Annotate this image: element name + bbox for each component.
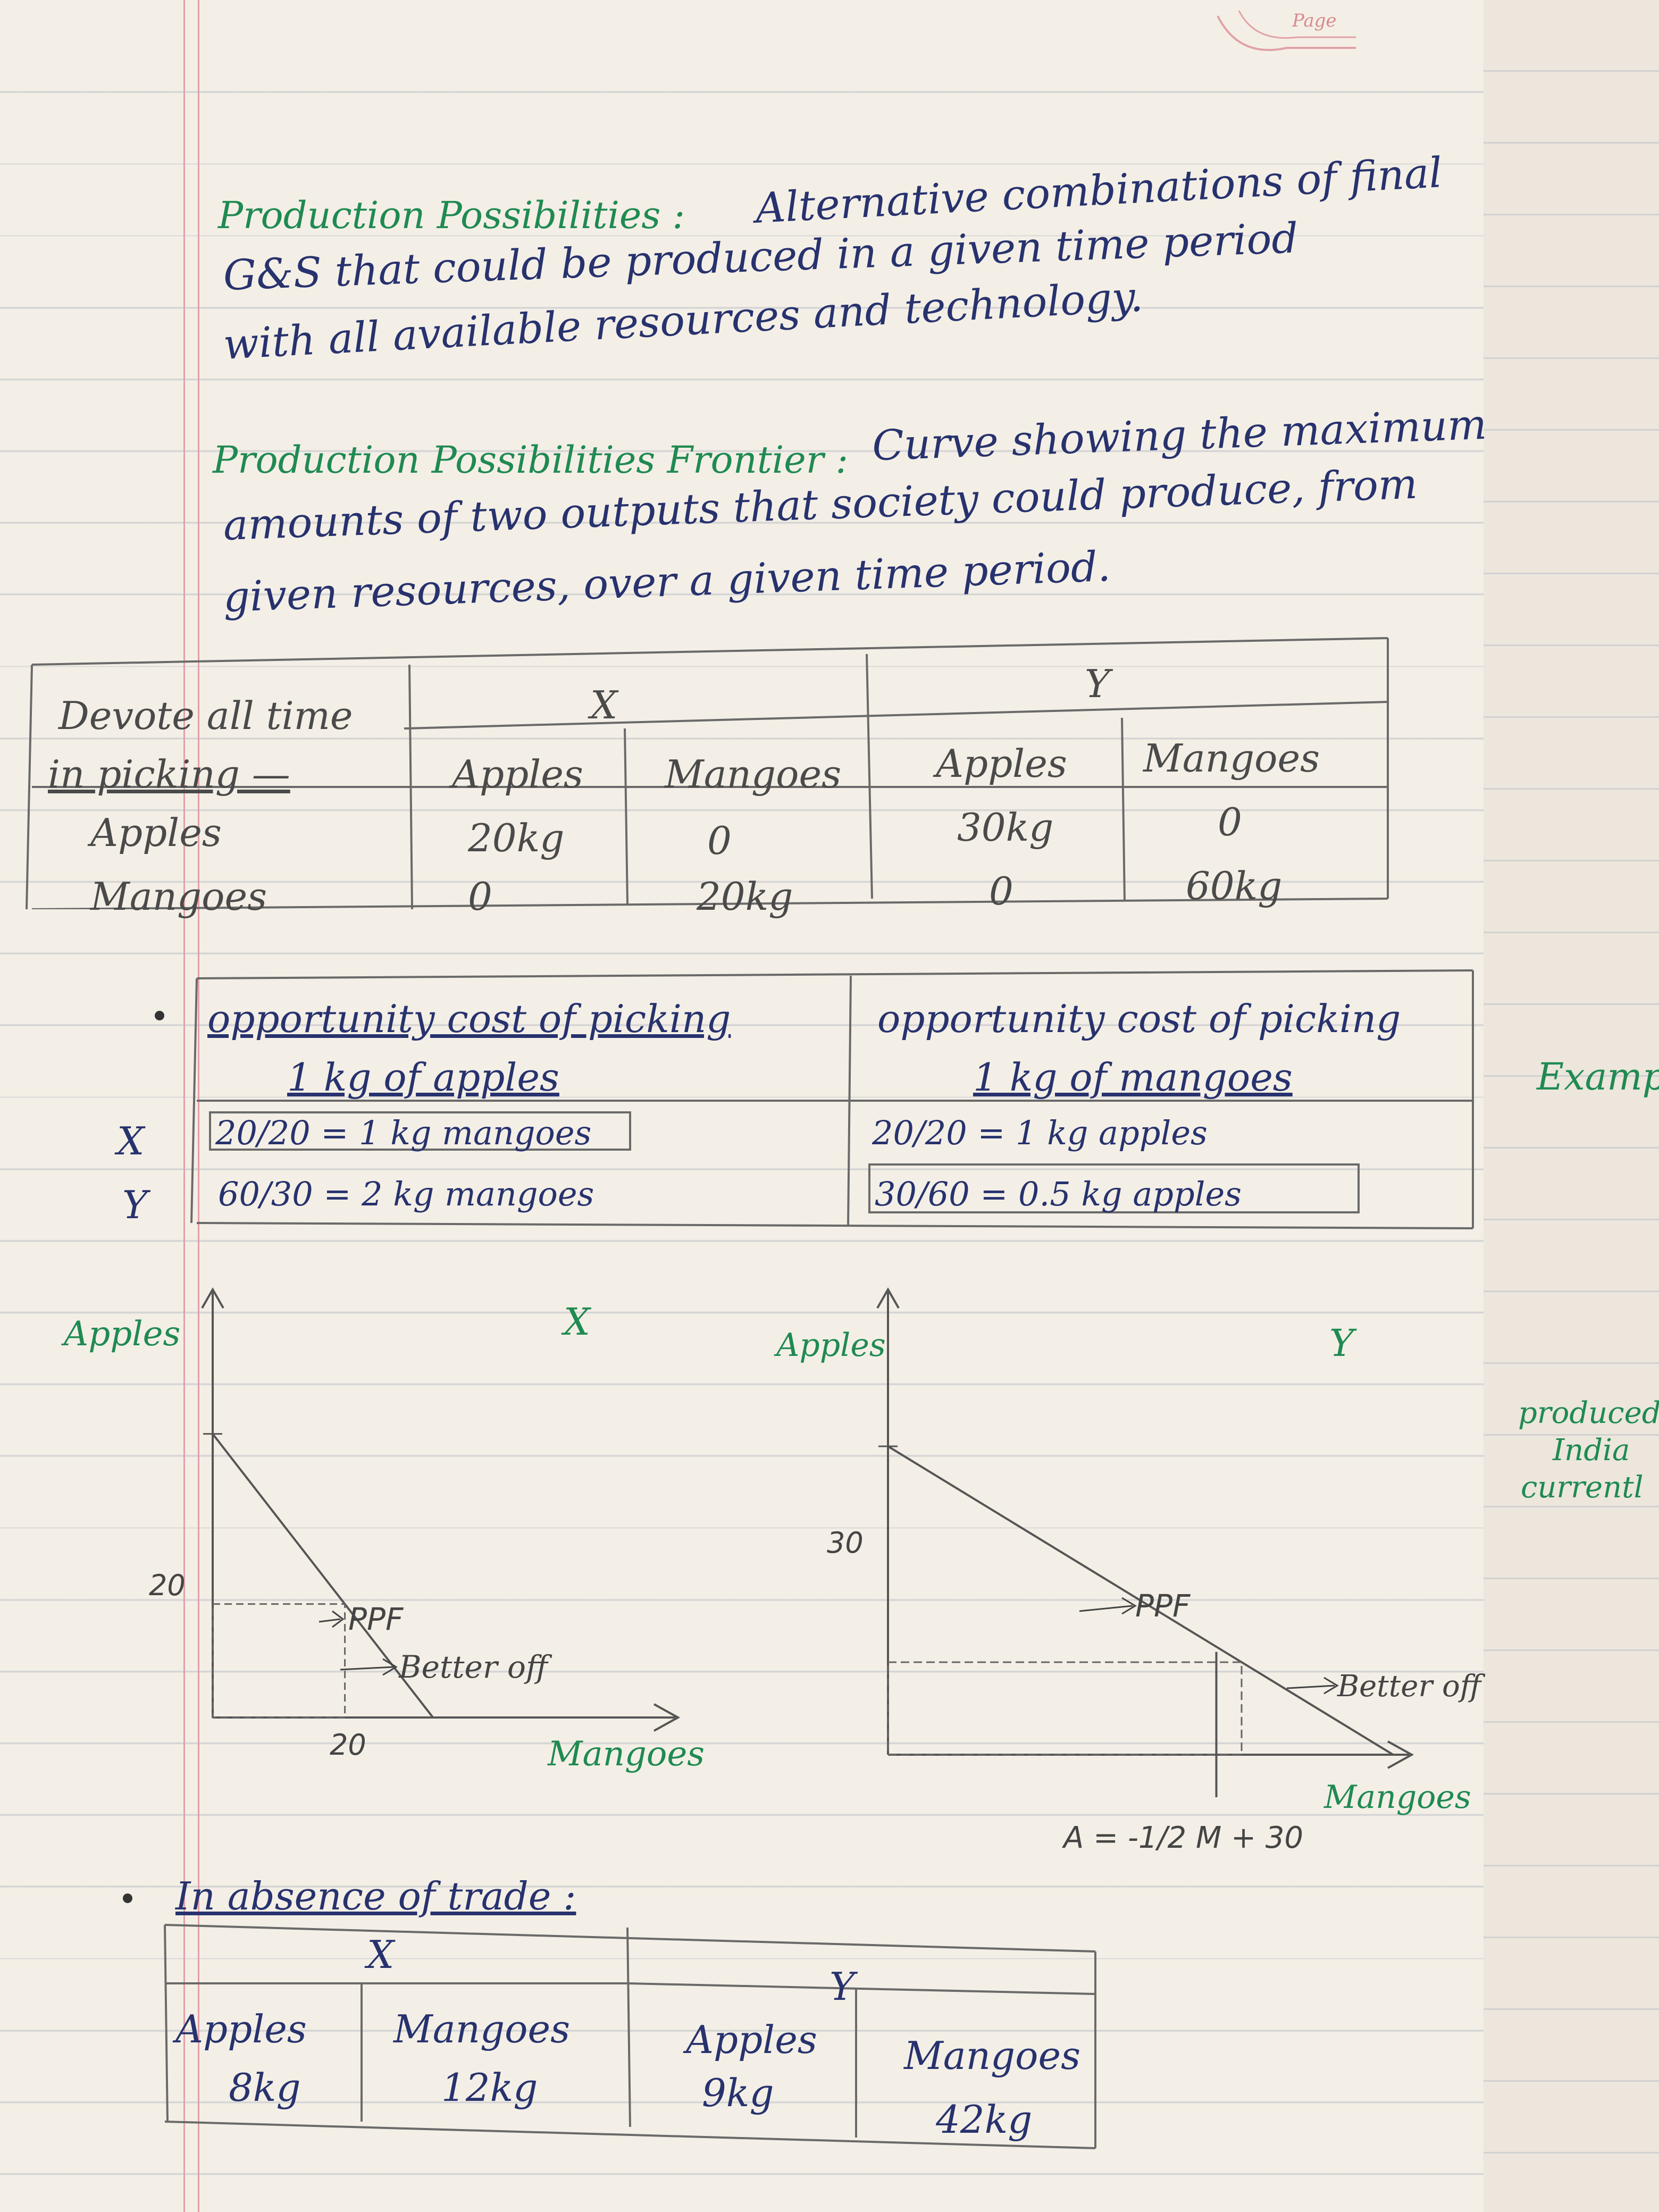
row-label: Mangoes — [90, 874, 267, 919]
table-cell: 30kg — [957, 805, 1054, 850]
table-cell: 0 — [1218, 800, 1242, 844]
y-axis-arrow — [876, 1287, 900, 1309]
margin-line — [198, 0, 199, 2212]
ppf-line — [212, 1433, 434, 1719]
table-cell: 0 — [468, 874, 492, 919]
chart-y: Y Apples Mangoes 30 PPF Better off A = -… — [774, 1287, 1486, 1850]
row-label: Apples — [90, 810, 222, 855]
opportunity-cell: 20/20 = 1 kg apples — [872, 1113, 1208, 1152]
table-cell: 60kg — [1186, 864, 1283, 908]
x-axis-arrow — [1387, 1740, 1414, 1769]
trade-value: 9kg — [702, 2071, 774, 2115]
column-header: Mangoes — [665, 752, 842, 797]
trade-column: Apples — [175, 2007, 307, 2051]
row-header-line: Devote all time — [58, 693, 353, 738]
margin-line — [183, 0, 185, 2212]
row-label: X — [117, 1119, 145, 1163]
equation-label: A = -1/2 M + 30 — [1062, 1821, 1303, 1850]
chart-title: X — [561, 1300, 592, 1344]
trade-heading: In absence of trade : — [175, 1874, 576, 1918]
ppf-label: PPF — [1135, 1588, 1191, 1624]
table-cell: 0 — [707, 818, 732, 863]
group-header-y: Y — [1085, 661, 1110, 706]
trade-group-x: X — [367, 1932, 395, 1977]
side-note: Examp — [1537, 1055, 1659, 1099]
page-label: Page — [1292, 10, 1337, 31]
chart-x: X Apples Mangoes 20 20 PPF Better off — [61, 1287, 705, 1774]
row-label: Y — [122, 1183, 148, 1227]
ppf-label: PPF — [348, 1601, 404, 1637]
better-off-region — [887, 1661, 1243, 1756]
better-off-label: Better off — [1337, 1669, 1486, 1704]
opportunity-cell: 60/30 = 2 kg mangoes — [218, 1175, 594, 1213]
opportunity-header: opportunity cost of picking — [877, 996, 1401, 1041]
chart-title: Y — [1329, 1321, 1357, 1365]
x-axis-label: Mangoes — [547, 1735, 705, 1774]
better-off-label: Better off — [398, 1649, 552, 1685]
opportunity-cell: 30/60 = 0.5 kg apples — [875, 1175, 1242, 1213]
column-header: Apples — [936, 741, 1067, 786]
table-cell: 0 — [989, 869, 1013, 914]
opportunity-cell: 20/20 = 1 kg mangoes — [215, 1113, 592, 1152]
trade-value: 42kg — [936, 2097, 1033, 2142]
y-axis-label: Apples — [61, 1314, 180, 1354]
x-axis-label: Mangoes — [1323, 1779, 1471, 1816]
facing-page — [1484, 0, 1659, 2212]
trade-value: 8kg — [229, 2065, 301, 2110]
table-cell: 20kg — [468, 816, 565, 860]
opportunity-header: 1 kg of apples — [287, 1055, 559, 1100]
group-header-x: X — [590, 683, 618, 727]
x-tick-label: 20 — [330, 1728, 366, 1762]
column-header: Mangoes — [1143, 736, 1320, 781]
trade-column: Mangoes — [904, 2033, 1081, 2078]
opportunity-header: opportunity cost of picking — [207, 996, 731, 1041]
y-axis-label: Apples — [774, 1327, 886, 1364]
definition-term: Production Possibilities : — [218, 194, 685, 237]
y-tick-label: 30 — [827, 1526, 864, 1560]
side-note: currentl — [1521, 1470, 1644, 1505]
side-note: India — [1553, 1433, 1630, 1468]
column-header: Apples — [452, 752, 583, 797]
trade-column: Mangoes — [393, 2007, 571, 2051]
side-note: produced — [1518, 1396, 1659, 1430]
trade-column: Apples — [686, 2017, 817, 2062]
row-header-line: in picking — — [48, 752, 290, 797]
y-tick-label: 20 — [149, 1569, 186, 1602]
opportunity-header: 1 kg of mangoes — [973, 1055, 1293, 1100]
trade-value: 12kg — [441, 2065, 538, 2110]
page-stamp-shape — [1217, 10, 1356, 51]
ppf-line — [887, 1445, 1394, 1756]
opportunity-table-grid — [155, 969, 1474, 1229]
production-table-grid — [26, 637, 1389, 909]
definition-term: Production Possibilities Frontier : — [213, 438, 849, 482]
trade-table-grid — [123, 1893, 1096, 2149]
notebook-page — [0, 0, 1484, 2212]
better-off-region — [212, 1603, 346, 1719]
y-axis-arrow — [201, 1287, 224, 1309]
trade-group-y: Y — [830, 1964, 855, 2009]
x-axis-arrow — [653, 1703, 681, 1732]
table-cell: 20kg — [697, 874, 793, 919]
